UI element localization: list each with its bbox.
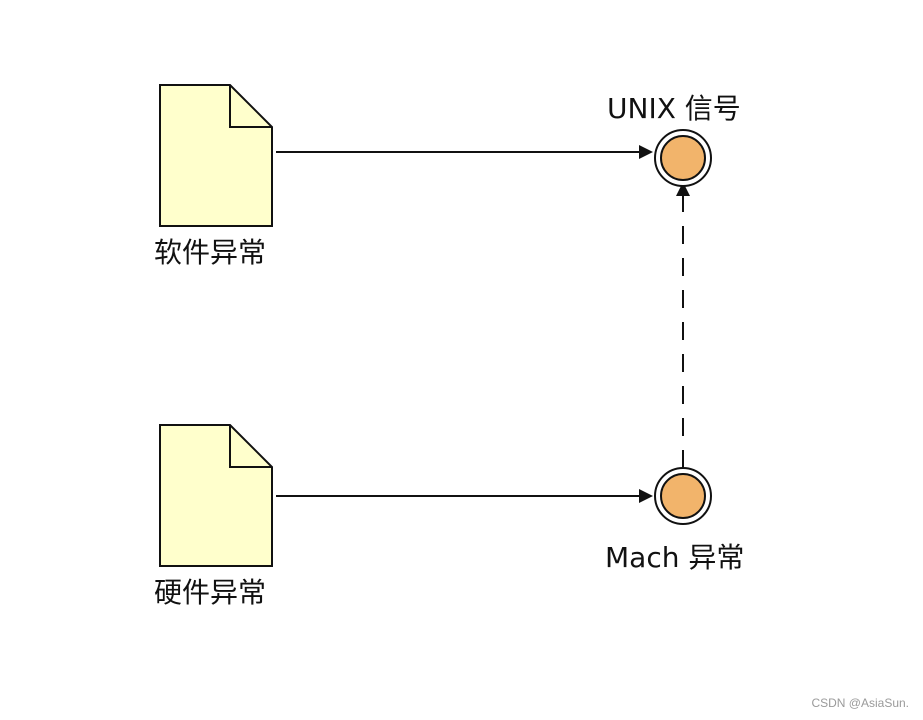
software-exception-label: 软件异常: [154, 236, 266, 269]
document-fold-icon: [229, 85, 272, 128]
hardware-exception-document: [159, 424, 273, 567]
unix-signal-label: UNIX 信号: [607, 92, 741, 125]
document-icon: [159, 424, 273, 567]
watermark: CSDN @AsiaSun.: [811, 696, 909, 710]
state-inner-circle-icon: [660, 135, 706, 181]
unix-signal-node: [654, 129, 712, 187]
document-fold-icon: [229, 425, 272, 468]
hardware-exception-label: 硬件异常: [154, 576, 266, 609]
document-icon: [159, 84, 273, 227]
mach-exception-node: [654, 467, 712, 525]
mach-exception-label: Mach 异常: [605, 541, 744, 574]
software-exception-document: [159, 84, 273, 227]
state-inner-circle-icon: [660, 473, 706, 519]
